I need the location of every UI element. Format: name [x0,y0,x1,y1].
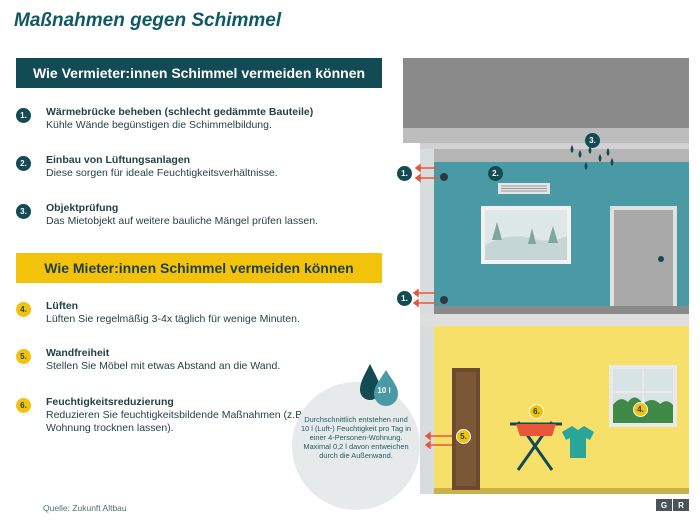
upper-ceiling [434,149,689,162]
item-text: Stellen Sie Möbel mit etwas Abstand an d… [46,360,281,372]
info-circle [292,382,420,510]
marker-2: 2. [488,166,503,181]
marker-1-lower: 1. [397,291,412,306]
marker-6: 6. [529,404,544,419]
landlord-heading: Wie Vermieter:innen Schimmel vermeiden k… [16,58,382,88]
item-title: Lüften [46,300,79,312]
item-title: Einbau von Lüftungsanlagen [46,154,191,166]
logo-letter: R [678,500,684,510]
item-title: Feuchtigkeitsreduzierung [46,396,174,408]
item-text: Diese sorgen für ideale Feuchtigkeitsver… [46,167,278,179]
publisher-logo: G R [656,499,689,511]
window-icon [609,365,677,427]
roof-underside [420,143,689,149]
tenant-heading: Wie Mieter:innen Schimmel vermeiden könn… [16,253,382,283]
item-title: Wandfreiheit [46,347,110,359]
marker-1-upper: 1. [397,166,412,181]
arrow-icon [412,163,452,450]
info-text: Durchschnittlich entstehen rund 10 l (Lu… [301,415,411,460]
lower-floor [434,488,689,494]
marker-5: 5. [456,429,471,444]
ventilation-grille-icon [498,183,550,194]
water-drop-icon [360,364,398,406]
page-title: Maßnahmen gegen Schimmel [14,10,282,31]
item-text: Das Mietobjekt auf weitere bauliche Mäng… [46,215,318,227]
item-text: Kühle Wände begünstigen die Schimmelbild… [46,119,272,131]
floor-slab-underside [420,314,689,326]
marker-3: 3. [585,133,600,148]
item-text: Reduzieren Sie feuchtigkeitsbildende Maß… [46,409,376,434]
logo-letter: G [656,499,673,511]
number-badge: 4. [16,302,31,317]
floor-slab [434,306,689,314]
water-label: 10 l [377,386,391,395]
water-drop-icon [570,145,614,170]
window-icon [481,206,571,264]
marker-4: 4. [633,402,648,417]
mold-spot [440,173,448,181]
roof-eave [403,128,689,143]
roof [403,58,689,128]
drying-rack-icon [510,421,562,471]
number-badge: 2. [16,156,31,171]
mold-spot [440,296,448,304]
number-badge: 6. [16,398,31,413]
tshirt-icon [562,426,594,458]
item-text: Lüften Sie regelmäßig 3-4x täglich für w… [46,313,300,325]
item-title: Objektprüfung [46,202,119,214]
number-badge: 1. [16,108,31,123]
source-note: Quelle: Zukunft Altbau [43,503,127,513]
number-badge: 3. [16,204,31,219]
door-icon [610,206,677,306]
item-title: Wärmebrücke beheben (schlecht gedämmte B… [46,106,314,118]
number-badge: 5. [16,349,31,364]
